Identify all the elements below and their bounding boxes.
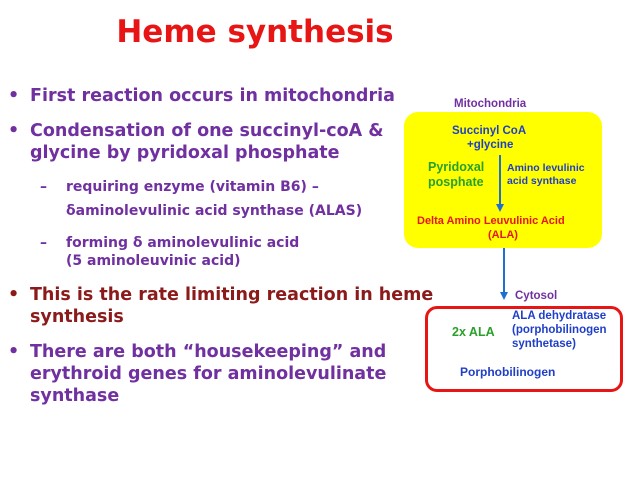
bullet-2-line-2: glycine by pyridoxal phosphate [30, 143, 340, 163]
substrate-line-2: +glycine [467, 139, 514, 151]
sub-bullet-2-line-1: forming δ aminolevulinic acid [66, 235, 300, 251]
slide-title: Heme synthesis [116, 14, 394, 50]
enzyme1-line-1: Amino levulinic [507, 162, 585, 174]
dash-icon: – [40, 235, 47, 251]
bullet-3-line-1: This is the rate limiting reaction in he… [30, 285, 434, 305]
bullet-dot-icon: • [8, 342, 20, 362]
product2-label: Porphobilinogen [460, 365, 556, 379]
cytosol-box [425, 306, 623, 392]
sub-bullet-1-line-1: requiring enzyme (vitamin B6) – [66, 179, 319, 195]
cofactor-line-2: posphate [428, 175, 484, 189]
bullet-dot-icon: • [8, 121, 20, 141]
enzyme2-line-2: (porphobilinogen [512, 324, 607, 336]
cofactor-line-1: Pyridoxal [428, 160, 485, 174]
bullet-3-line-2: synthesis [30, 307, 124, 327]
sub-bullet-1-line-2: δaminolevulinic acid synthase (ALAS) [66, 203, 363, 219]
substrate2-label: 2x ALA [452, 325, 495, 339]
dash-icon: – [40, 179, 47, 195]
enzyme1-line-2: acid synthase [507, 175, 577, 187]
sub-bullet-2-line-2: (5 aminoleuvinic acid) [66, 253, 241, 269]
product1-line-2: (ALA) [488, 229, 518, 241]
mitochondria-label: Mitochondria [454, 98, 527, 110]
mitochondria-box [404, 112, 602, 248]
product1-line-1: Delta Amino Leuvulinic Acid [417, 215, 565, 227]
bullet-dot-icon: • [8, 86, 20, 106]
cytosol-label: Cytosol [515, 290, 558, 302]
bullet-2-line-1: Condensation of one succinyl-coA & [30, 121, 384, 141]
bullet-4-line-3: synthase [30, 386, 120, 406]
bullet-4-line-1: There are both “housekeeping” and [30, 342, 387, 362]
bullet-dot-icon: • [8, 285, 20, 305]
bullet-4-line-2: erythroid genes for aminolevulinate [30, 364, 387, 384]
enzyme2-line-3: synthetase) [512, 338, 576, 350]
substrate-line-1: Succinyl CoA [452, 125, 527, 137]
bullet-1-line-1: First reaction occurs in mitochondria [30, 86, 395, 106]
enzyme2-line-1: ALA dehydratase [512, 310, 607, 322]
